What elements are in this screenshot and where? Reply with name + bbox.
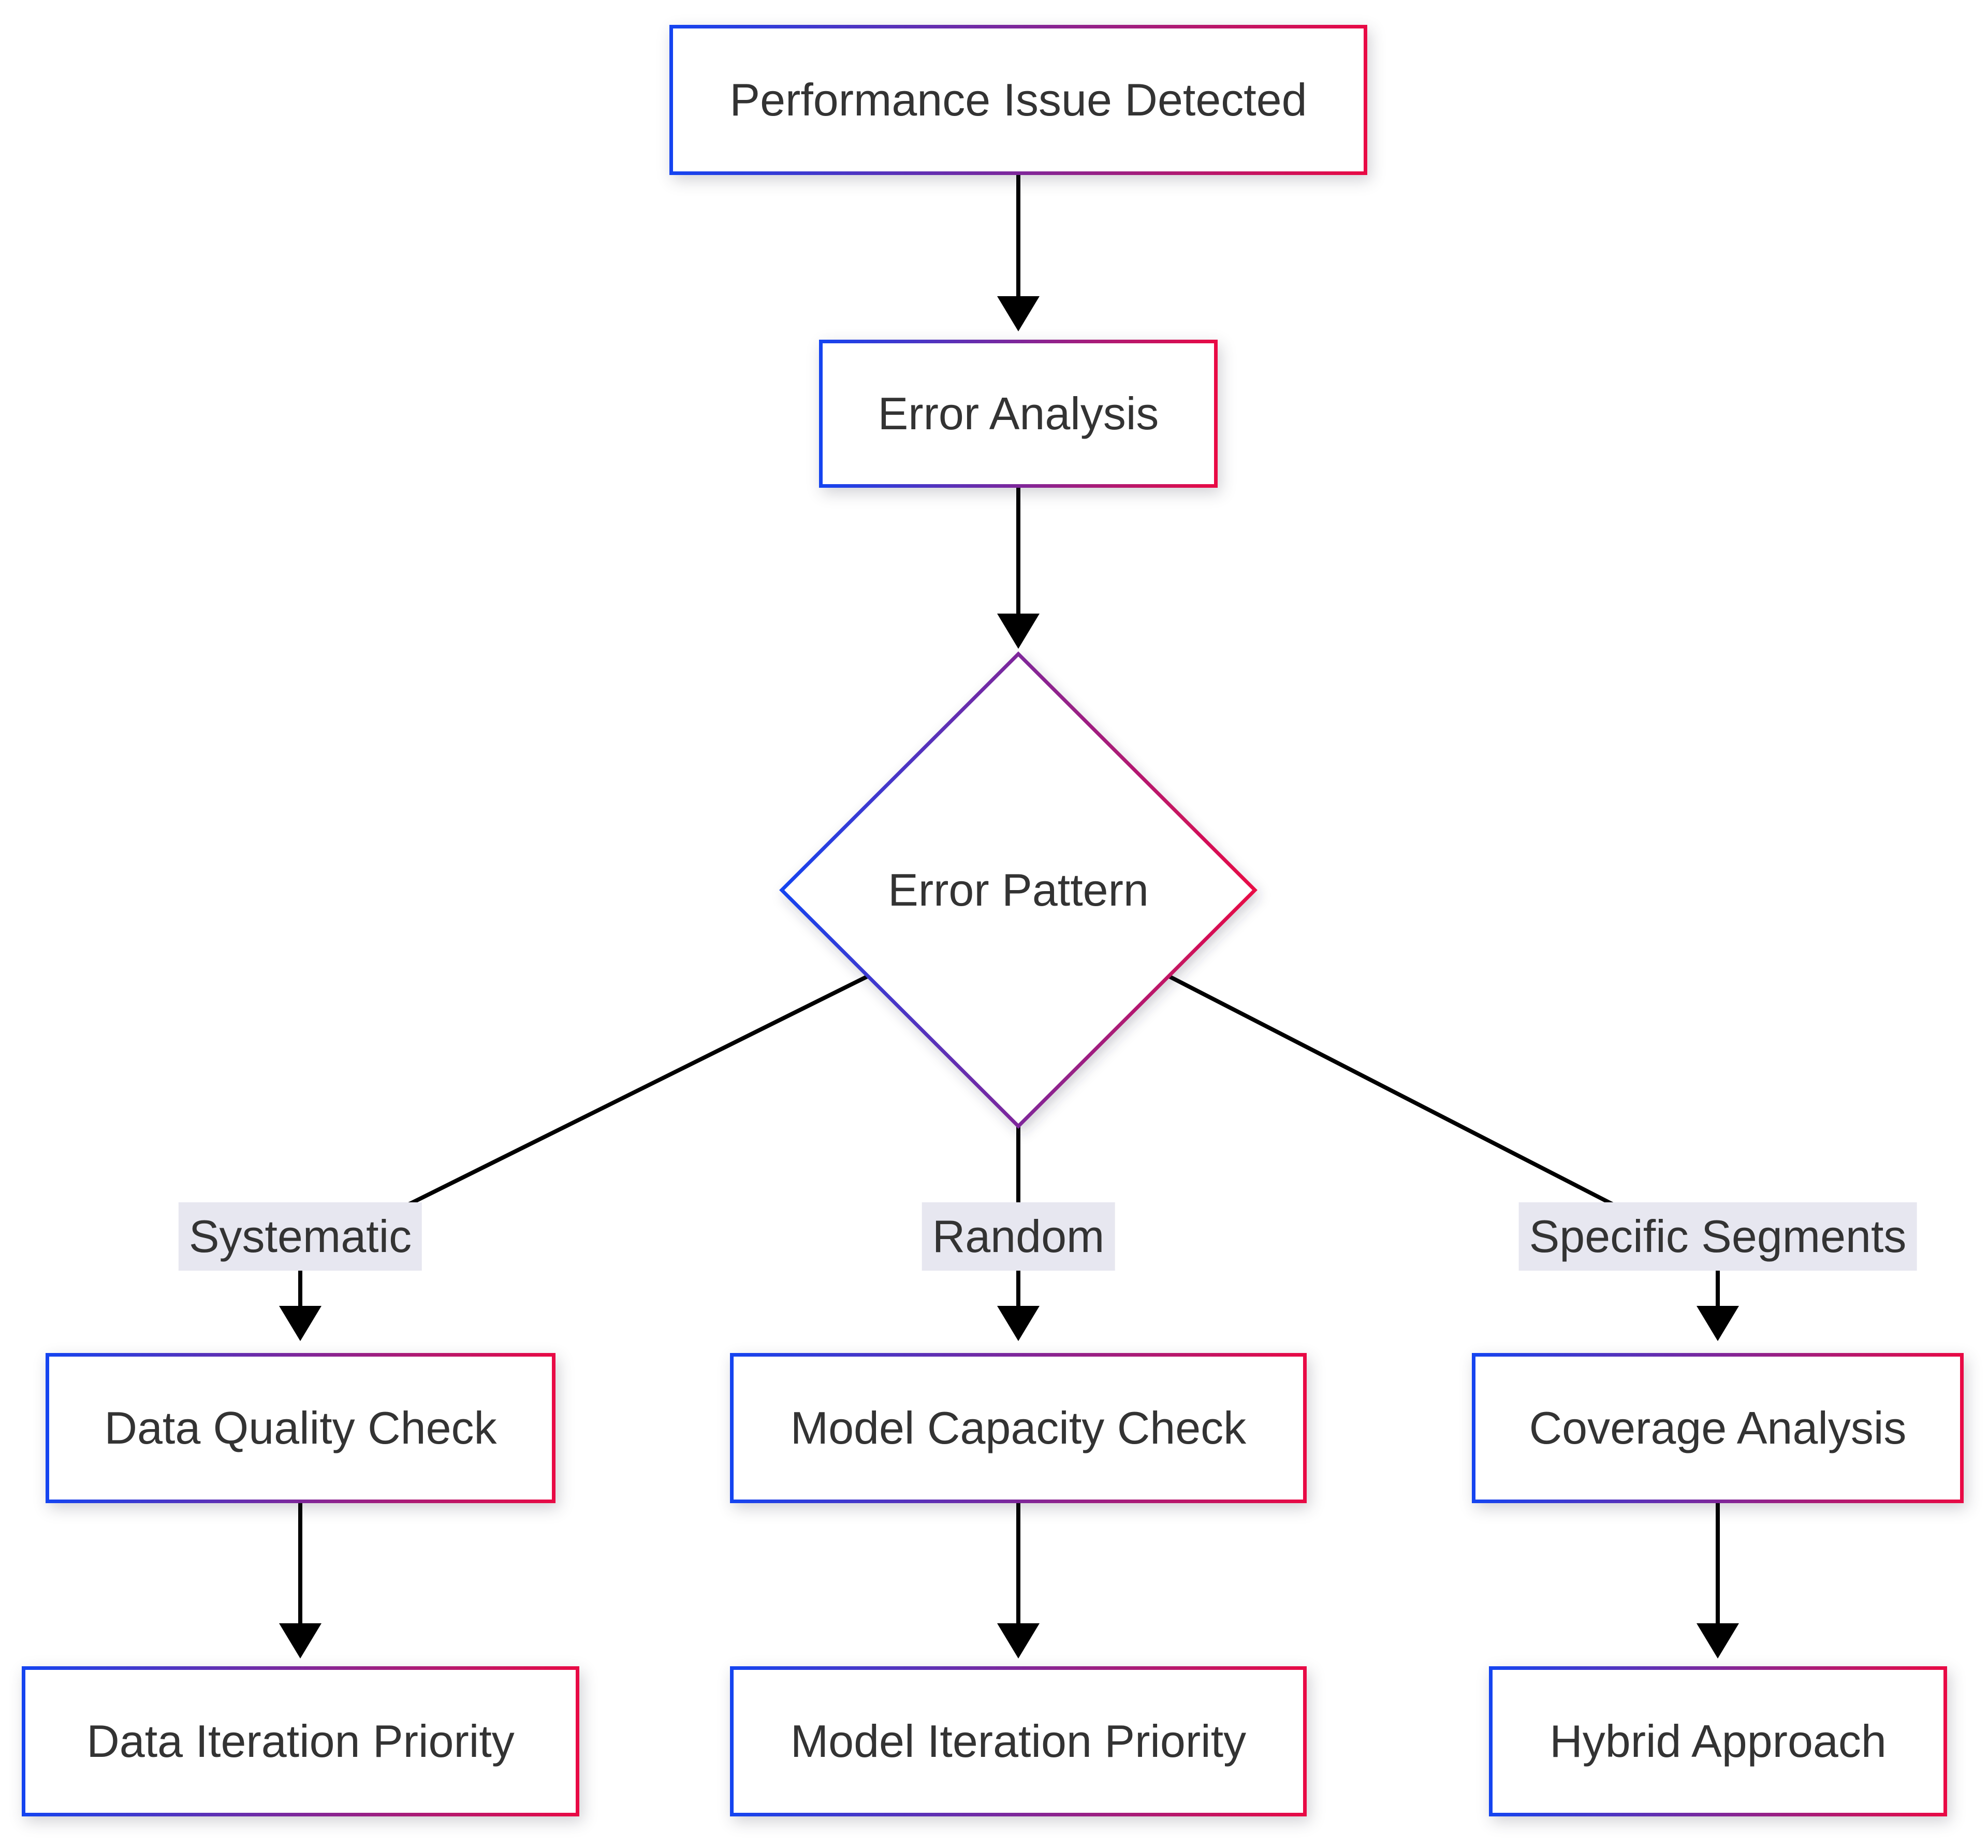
node-error-pattern-label: Error Pattern bbox=[785, 852, 1251, 928]
arrowhead-coverage bbox=[1697, 1306, 1739, 1341]
node-performance-issue-detected: Performance Issue Detected bbox=[669, 25, 1367, 175]
node-label: Model Iteration Priority bbox=[790, 1715, 1247, 1767]
arrowhead-error-pattern bbox=[997, 614, 1040, 649]
node-label: Performance Issue Detected bbox=[729, 74, 1307, 126]
edge-label-random: Random bbox=[922, 1202, 1115, 1271]
node-data-iteration-priority: Data Iteration Priority bbox=[22, 1666, 579, 1816]
node-label: Hybrid Approach bbox=[1550, 1715, 1887, 1767]
arrowhead-error-analysis bbox=[997, 296, 1040, 331]
arrowhead-model-capacity bbox=[997, 1306, 1040, 1341]
node-coverage-analysis: Coverage Analysis bbox=[1472, 1353, 1964, 1503]
node-label: Model Capacity Check bbox=[790, 1402, 1247, 1454]
node-data-quality-check: Data Quality Check bbox=[46, 1353, 556, 1503]
node-label: Data Quality Check bbox=[104, 1402, 497, 1454]
edge-label-systematic: Systematic bbox=[178, 1202, 422, 1271]
node-label: Data Iteration Priority bbox=[86, 1715, 515, 1767]
node-model-capacity-check: Model Capacity Check bbox=[730, 1353, 1307, 1503]
arrowhead-model-iteration bbox=[997, 1623, 1040, 1658]
arrowhead-data-quality bbox=[279, 1306, 321, 1341]
node-hybrid-approach: Hybrid Approach bbox=[1489, 1666, 1947, 1816]
edge-label-specific-segments: Specific Segments bbox=[1518, 1202, 1917, 1271]
node-label: Error Analysis bbox=[878, 388, 1159, 440]
node-label: Error Pattern bbox=[888, 864, 1149, 915]
node-model-iteration-priority: Model Iteration Priority bbox=[730, 1666, 1307, 1816]
node-error-analysis: Error Analysis bbox=[819, 340, 1218, 488]
arrowhead-data-iteration bbox=[279, 1623, 321, 1658]
arrowhead-hybrid bbox=[1697, 1623, 1739, 1658]
node-label: Coverage Analysis bbox=[1529, 1402, 1907, 1454]
node-error-pattern-diamond bbox=[779, 651, 1258, 1129]
